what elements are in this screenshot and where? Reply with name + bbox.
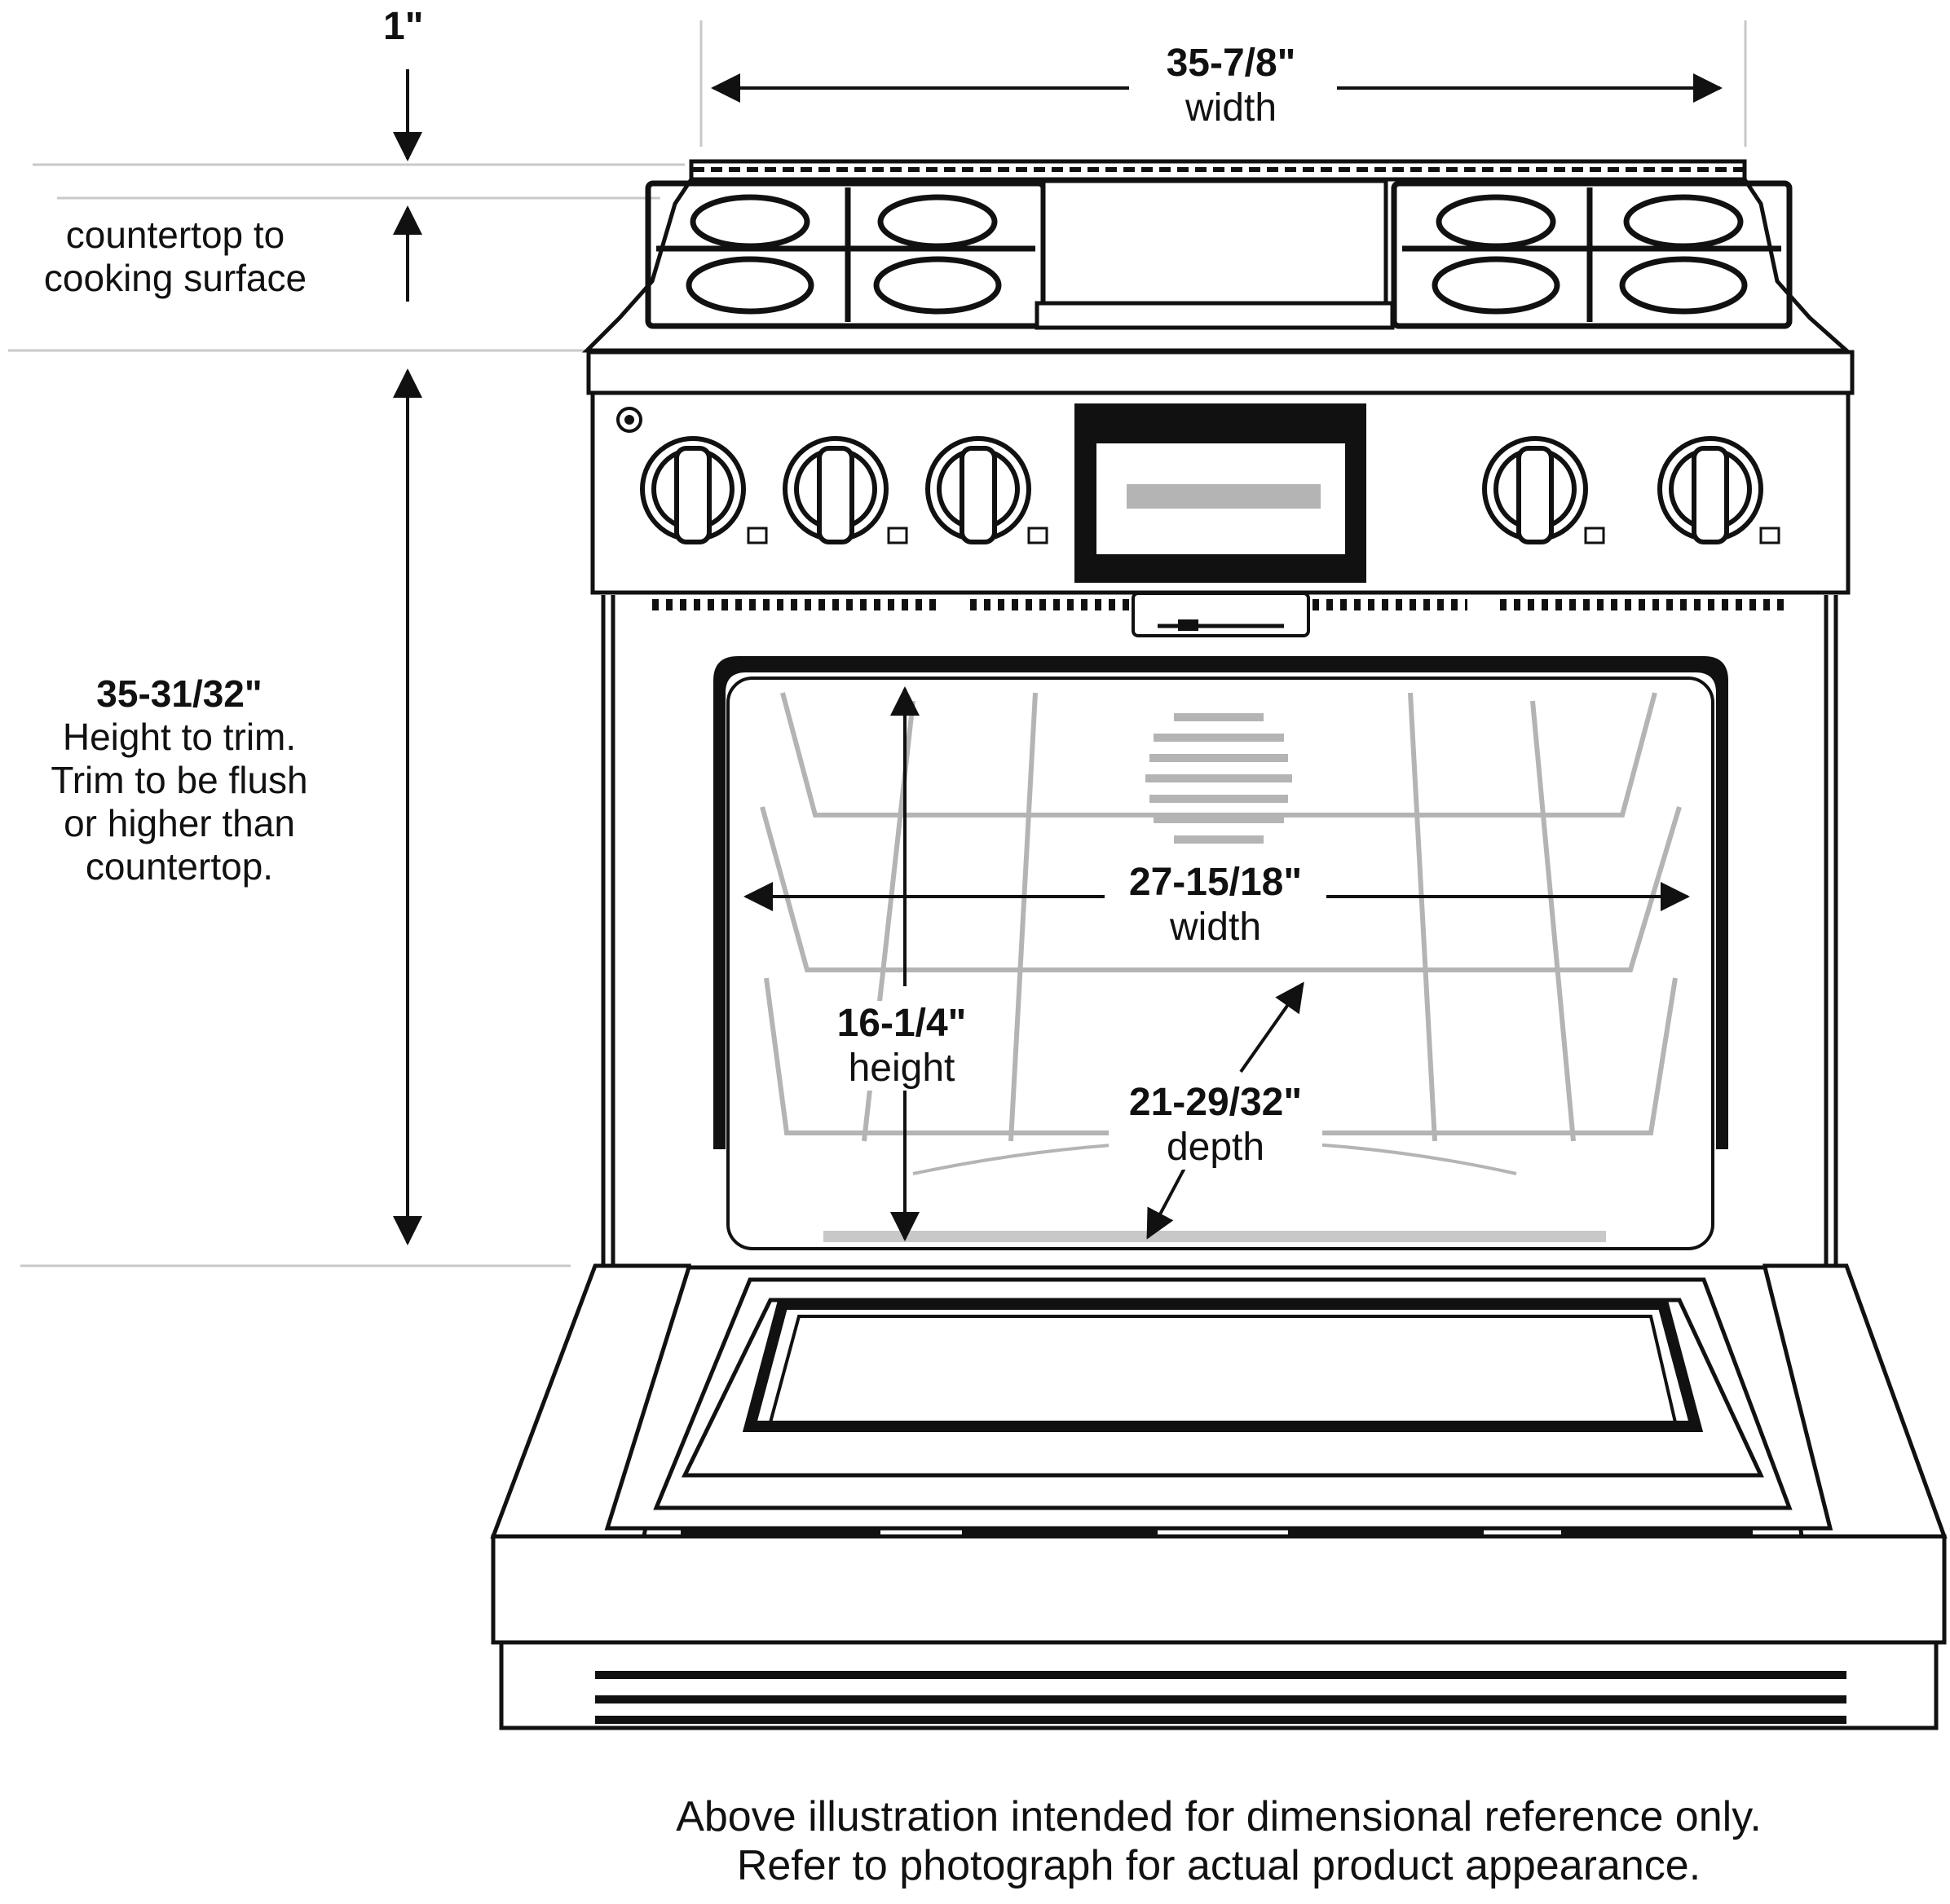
oven-width-value: 27-15/18": [1128, 861, 1303, 904]
top-gap-label: 1": [383, 5, 424, 48]
oven-depth-label: 21-29/32" depth: [1109, 1080, 1322, 1170]
range-body: [601, 595, 1838, 1267]
trim-height-value: 35-31/32": [96, 672, 262, 715]
oven-depth-value: 21-29/32": [1128, 1081, 1303, 1124]
oven-height-caption: height: [848, 1047, 955, 1091]
control-knobs: [640, 436, 1780, 544]
overall-width-label: 35-7/8" width: [1125, 41, 1337, 130]
footnote-line1: Above illustration intended for dimensio…: [676, 1793, 1762, 1840]
trim-line-2: Trim to be flush: [51, 758, 308, 801]
griddle: [1035, 178, 1395, 330]
overall-width-caption: width: [1185, 86, 1277, 130]
knob-icon: [925, 436, 1048, 544]
convection-fan: [1145, 713, 1292, 844]
left-burner-grate: [645, 180, 1047, 329]
trim-line-1: Height to trim.: [62, 715, 297, 758]
trim-line-3: or higher than: [64, 801, 295, 844]
countertop-label: countertop to cooking surface: [24, 214, 326, 300]
oven-width-label: 27-15/18" width: [1105, 860, 1326, 950]
reference-lines: [8, 20, 1747, 1267]
oven-width-caption: width: [1169, 906, 1262, 950]
oven-height-value: 16-1/4": [836, 1002, 967, 1045]
interior-dimension-arrows: [743, 686, 1690, 1241]
dimension-arrows: [393, 69, 1723, 1245]
trim-line-4: countertop.: [85, 844, 274, 888]
footnote-line2: Refer to photograph for actual product a…: [736, 1841, 1701, 1889]
oven-depth-caption: depth: [1166, 1126, 1265, 1170]
oven-racks: [760, 692, 1682, 1242]
knob-icon: [640, 436, 768, 544]
right-burner-grate: [1391, 180, 1793, 329]
trim-height-label: 35-31/32" Height to trim. Trim to be flu…: [20, 672, 338, 888]
countertop-label-line2: cooking surface: [43, 256, 307, 299]
knob-icon: [783, 436, 908, 544]
oven-cavity: [713, 656, 1728, 1250]
countertop-label-line1: countertop to: [65, 214, 285, 256]
knob-icon: [1657, 436, 1780, 544]
display-screen: [1074, 403, 1366, 583]
oven-height-label: 16-1/4" height: [815, 1001, 988, 1091]
brand-logo: [616, 407, 642, 433]
overall-width-value: 35-7/8": [1166, 42, 1296, 85]
knob-icon: [1482, 436, 1605, 544]
door-latch: [1132, 592, 1310, 637]
oven-door: [490, 1263, 1948, 1730]
door-window: [653, 1277, 1793, 1510]
footnote: Above illustration intended for dimensio…: [587, 1793, 1851, 1891]
